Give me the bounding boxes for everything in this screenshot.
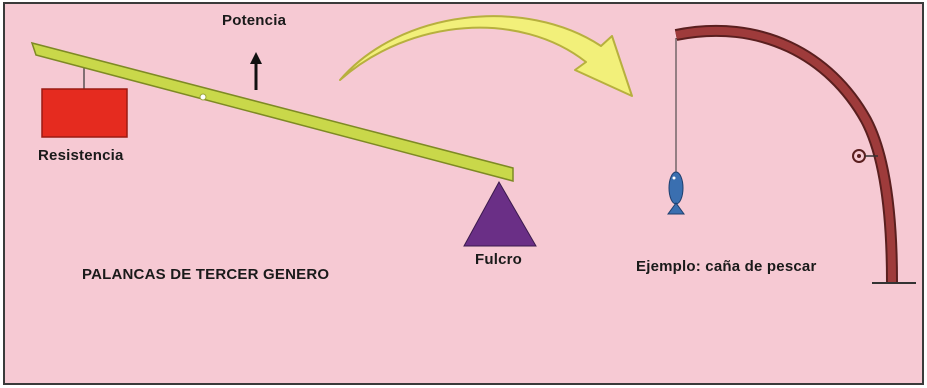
- rod-reel-center: [857, 154, 861, 158]
- background-panel: [3, 2, 924, 385]
- curved-arrow: [339, 15, 633, 97]
- resistance-weight: [41, 88, 128, 138]
- label-resistencia: Resistencia: [38, 147, 124, 164]
- diagram-title: PALANCAS DE TERCER GENERO: [82, 266, 330, 283]
- fulcrum-triangle: [463, 180, 537, 247]
- label-potencia: Potencia: [222, 12, 287, 29]
- fish: [667, 171, 685, 215]
- effort-arrow-head: [250, 52, 262, 64]
- label-fulcro: Fulcro: [475, 251, 523, 268]
- fishing-rod-fill: [675, 26, 896, 283]
- label-ejemplo: Ejemplo: caña de pescar: [636, 258, 817, 275]
- lever-bar: [30, 41, 514, 182]
- lever-mark: [199, 93, 207, 101]
